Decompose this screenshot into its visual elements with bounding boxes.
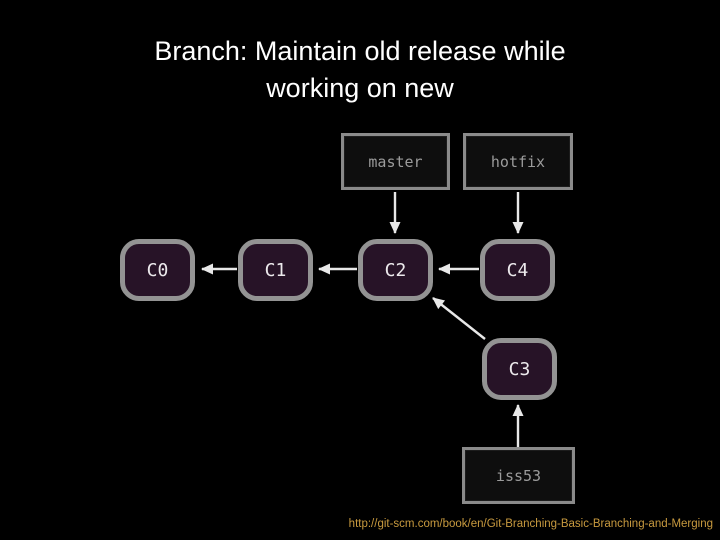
commit-label-c2: C2	[384, 259, 407, 281]
commit-node-c4: C4	[480, 239, 555, 301]
branch-label-hotfix: hotfix	[463, 133, 573, 190]
branch-label-hotfix-text: hotfix	[490, 152, 546, 171]
commit-node-c2: C2	[358, 239, 433, 301]
branch-label-master: master	[341, 133, 450, 190]
commit-label-c4: C4	[506, 259, 529, 281]
slide-title: Branch: Maintain old release while worki…	[0, 33, 720, 107]
commit-label-c1: C1	[264, 259, 287, 281]
commit-node-c1: C1	[238, 239, 313, 301]
commit-label-c0: C0	[146, 259, 169, 281]
branch-label-iss53: iss53	[462, 447, 575, 504]
arrow-c3-to-c2	[432, 297, 486, 340]
branch-label-master-text: master	[368, 152, 423, 171]
commit-node-c0: C0	[120, 239, 195, 301]
commit-label-c3: C3	[508, 358, 531, 380]
title-line-2: working on new	[266, 73, 454, 103]
title-line-1: Branch: Maintain old release while	[154, 36, 566, 66]
commit-node-c3: C3	[482, 338, 557, 400]
footer-source-url[interactable]: http://git-scm.com/book/en/Git-Branching…	[348, 518, 713, 530]
branch-label-iss53-text: iss53	[495, 466, 542, 485]
